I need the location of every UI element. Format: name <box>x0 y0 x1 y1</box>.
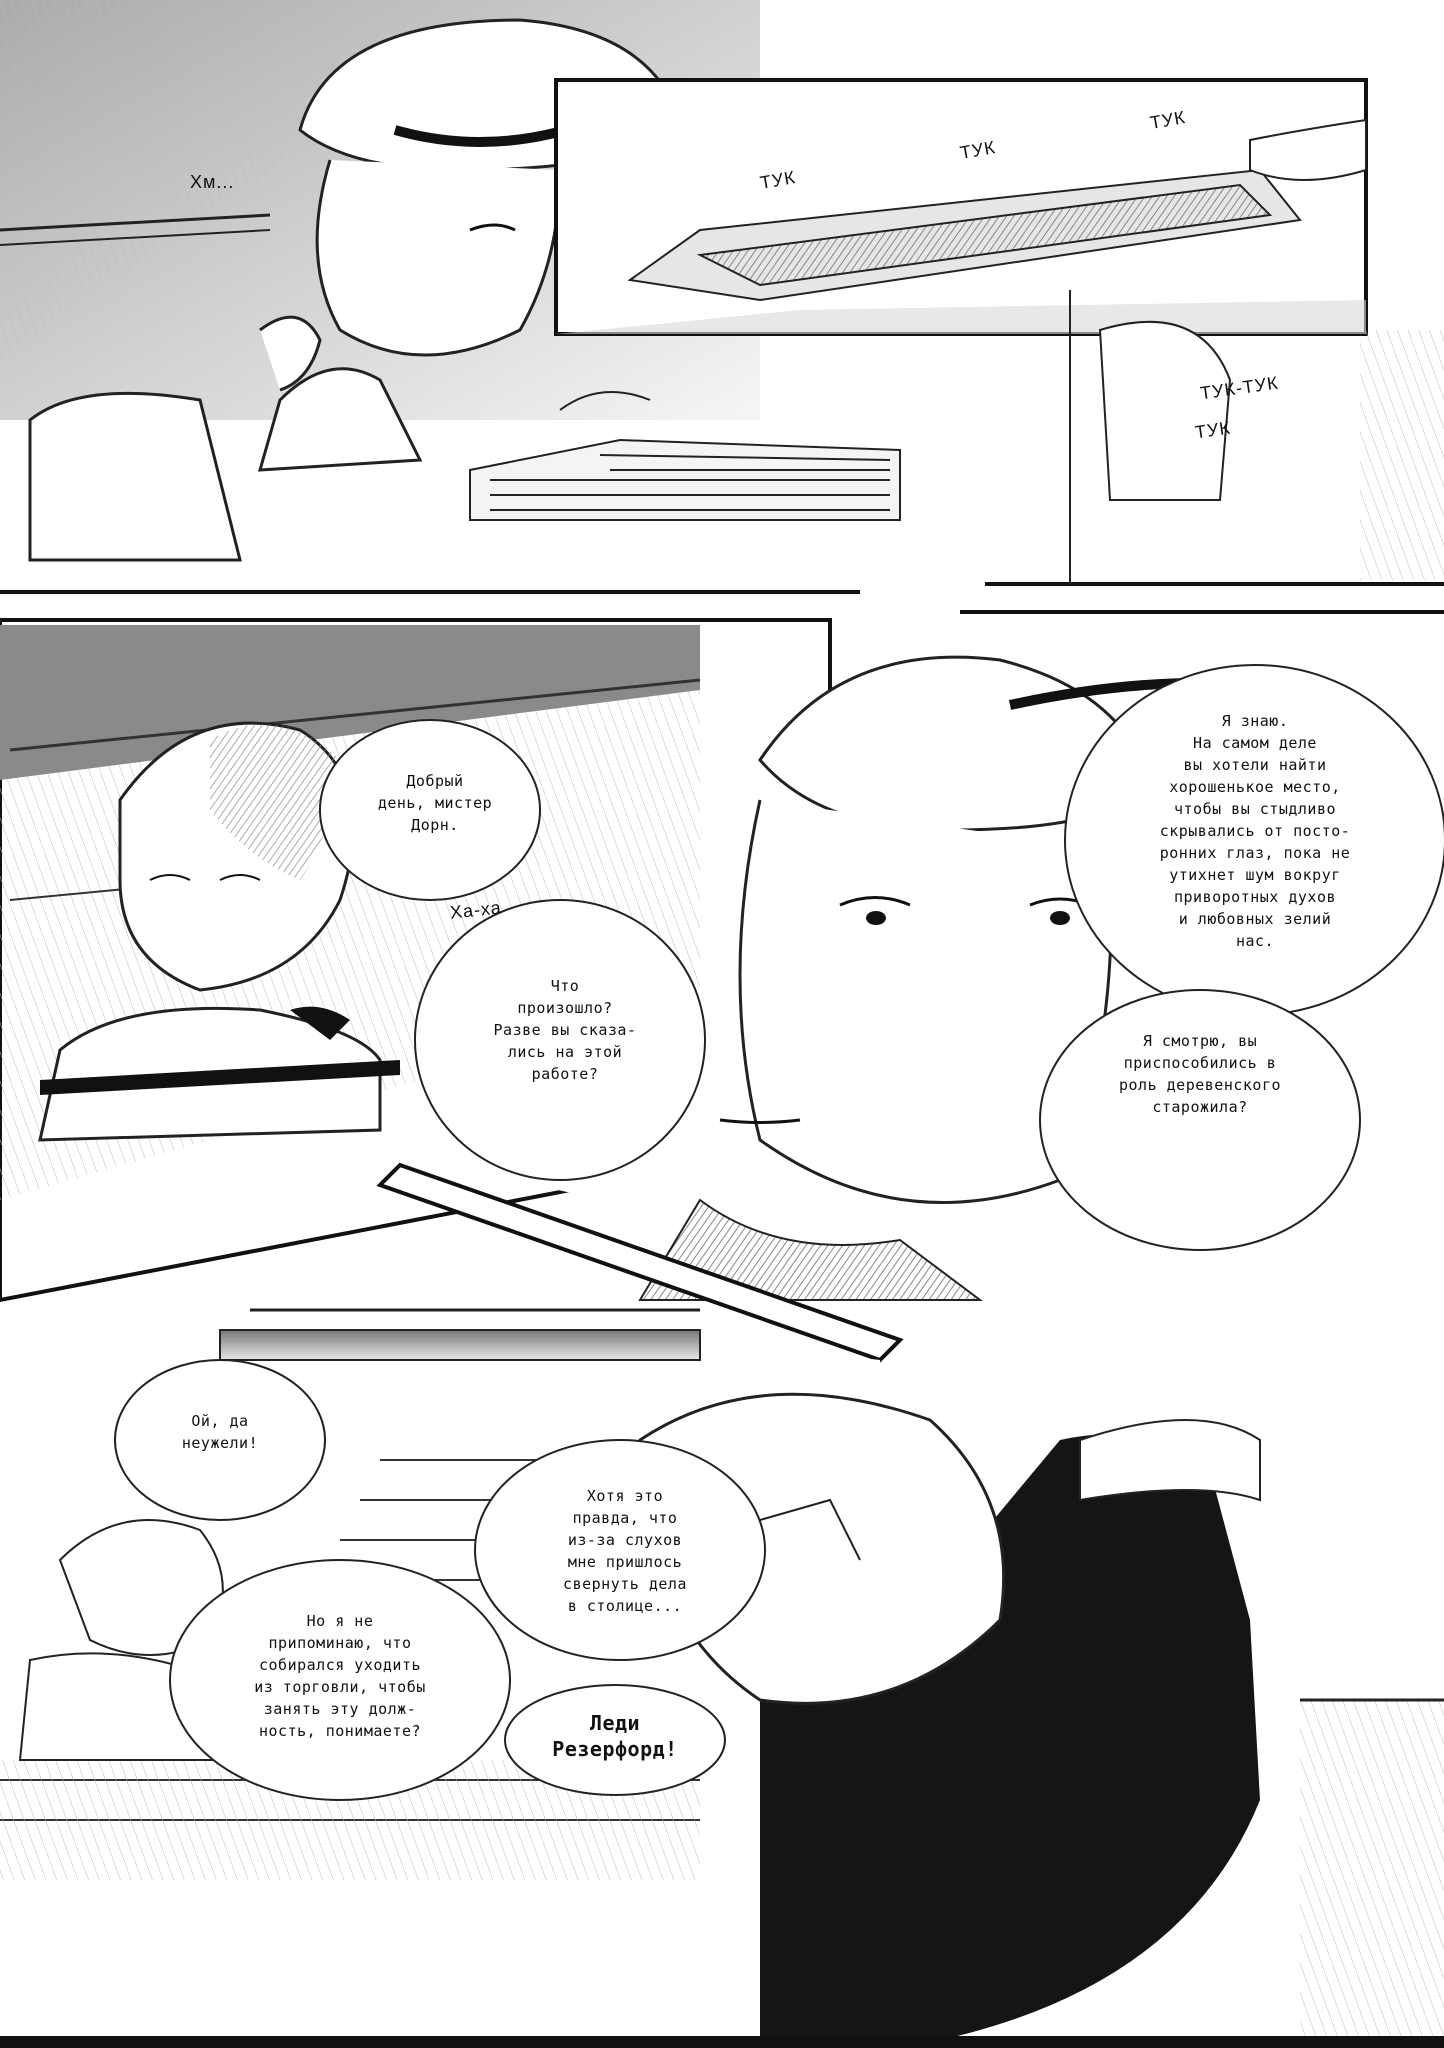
sfx-hmm: Хм... <box>190 172 235 192</box>
panel-6 <box>0 1300 1444 2048</box>
speech-bubble-not-retire: Но я не припоминаю, что собирался уходит… <box>254 1612 426 1740</box>
panel-5 <box>414 605 1444 1301</box>
speech-bubble-adapted: Я смотрю, вы приспособились в роль дерев… <box>1118 1032 1282 1116</box>
panel-3 <box>985 290 1444 586</box>
speech-bubble-oh-really: Ой, да неужели! <box>181 1412 259 1452</box>
panel-2 <box>554 78 1368 336</box>
shout-lady-rutherford: Леди Резерфорд! <box>552 1711 678 1761</box>
speech-bubble-question: Что произошло? Разве вы сказа- лись на э… <box>493 977 637 1083</box>
speech-bubble-i-know: Я знаю. На самом деле вы хотели найти хо… <box>1159 712 1351 950</box>
speech-bubble-rumors: Хотя это правда, что из-за слухов мне пр… <box>563 1487 687 1615</box>
speech-bubble-greeting: Добрый день, мистер Дорн. <box>377 772 493 834</box>
